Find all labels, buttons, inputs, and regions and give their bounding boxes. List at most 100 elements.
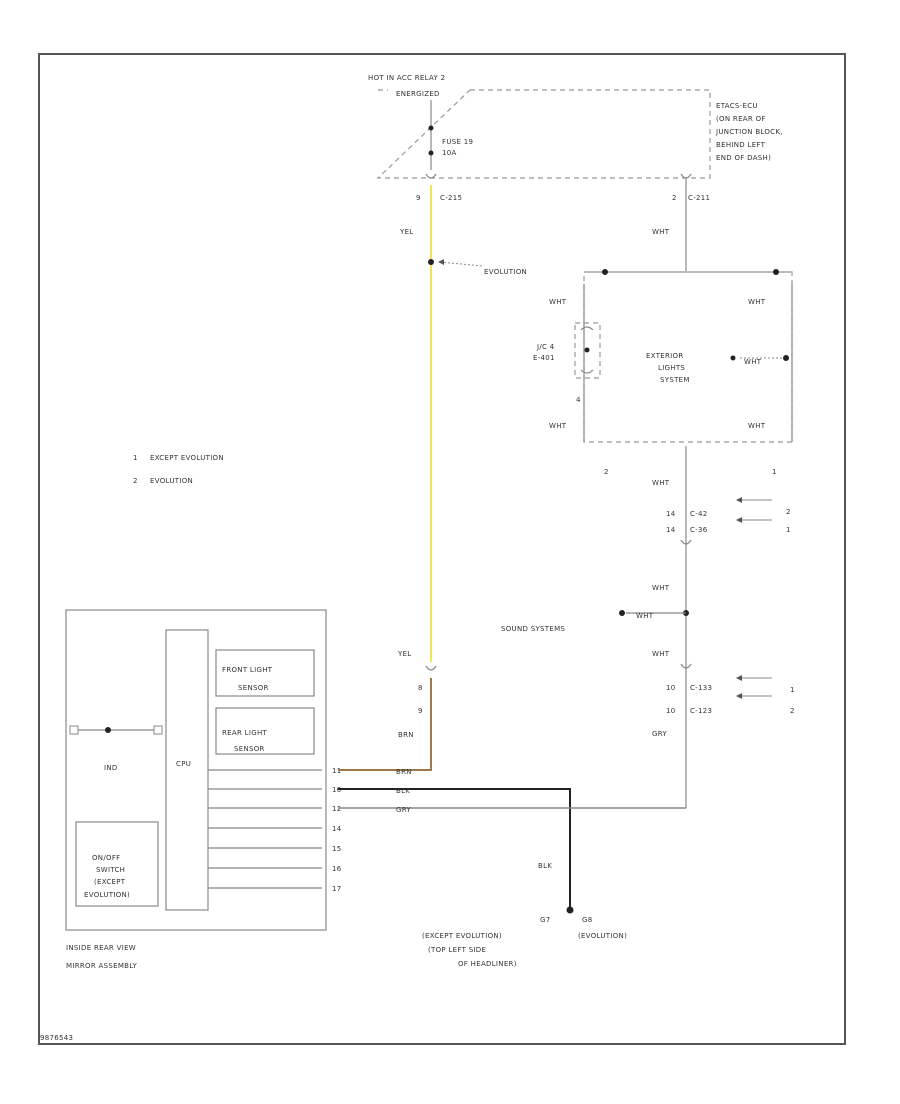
variant-mark-2-c123: 2 [790,707,795,715]
cpu-label: CPU [176,760,191,768]
jc4-contact-upper [580,326,594,331]
exterior-top-bar [584,271,792,273]
c42-label: C-42 [690,510,708,518]
wht-label-c133: WHT [652,650,670,658]
switch-4: EVOLUTION) [84,891,130,899]
wht-ext-top-left: WHT [549,298,567,306]
wht-ext-top-right: WHT [748,298,766,306]
mirror-pin-4: 14 [332,825,342,833]
mirror-pin-7: 17 [332,885,342,893]
exterior-arrow-head [730,355,736,361]
variant-mark-2-c42: 2 [786,508,791,516]
c36-pin: 14 [666,526,676,534]
variant-mark-1-top: 1 [772,468,777,476]
exterior-lights-1: EXTERIOR [646,352,684,360]
gry-label-lower: GRY [396,806,411,814]
ground-g08-label: G8 [582,916,592,924]
connector-c211-symbol [680,173,692,179]
mirror-assembly-box [65,609,327,931]
diagram-frame [38,53,846,1045]
ind-node [105,727,111,733]
brn-label-lower: BRN [396,768,412,776]
c123-label: C-123 [690,707,712,715]
c42-c36-symbol [680,539,692,545]
blk-label-upper: BLK [396,787,410,795]
exterior-top-dot-right [773,269,779,275]
jc4-number: E-401 [533,354,555,362]
fuse-contact-top [428,125,434,131]
relay-header-1: HOT IN ACC RELAY 2 [368,74,445,82]
wht-ext-bottom-right: WHT [748,422,766,430]
c42-pin: 14 [666,510,676,518]
etacs-note-3: JUNCTION BLOCK, [715,128,783,136]
exterior-lights-2: LIGHTS [658,364,685,372]
rear-light-sensor-box [215,707,315,755]
jc4-splice [584,347,590,353]
wht-ext-mid: WHT [744,358,762,366]
footer-id: 9876543 [40,1034,73,1042]
c133-label: C-133 [690,684,712,692]
mirror-label-2: MIRROR ASSEMBLY [66,962,138,970]
evolution-arrow [439,261,483,267]
ground-g07-g08-node [566,906,574,914]
ground-g07-label: G7 [540,916,550,924]
jc4-name: J/C 4 [536,343,555,351]
blk-label-lower: BLK [538,862,552,870]
exterior-dot-right [783,355,789,361]
cpu-box [165,629,209,911]
evolution-arrowhead [438,259,444,265]
c133-variant-arrowhead [736,675,742,681]
wht-label-sound-top: WHT [652,584,670,592]
pin-9: 9 [418,707,423,715]
fuse-rating: 10A [442,149,457,157]
c133-symbol [680,663,692,669]
fuse-label: FUSE 19 [442,138,473,146]
rear-sensor-2: SENSOR [234,745,265,753]
wht-label-c42: WHT [652,479,670,487]
black-wire [338,788,571,908]
c211-label: C-211 [688,194,710,202]
etacs-note-1: ETACS-ECU [716,102,758,110]
brown-wire [338,678,432,771]
legend-2-num: 2 [133,477,138,485]
ground-g08-desc: (EVOLUTION) [578,932,627,940]
mirror-pin-6: 16 [332,865,342,873]
c123-pin: 10 [666,707,676,715]
gry-label-right: GRY [652,730,667,738]
ind-terminal-right [153,725,163,735]
wht-ext-bottom-left: WHT [549,422,567,430]
legend-1-num: 1 [133,454,138,462]
on-off-switch-box [75,821,159,907]
etacs-note-4: BEHIND LEFT [716,141,766,149]
legend-1-text: EXCEPT EVOLUTION [150,454,224,462]
connector-c215-symbol [425,173,437,179]
etacs-dashed-box [376,89,711,179]
pin-8: 8 [418,684,423,692]
jc4-contact-lower [580,369,594,374]
sound-arrow-head [619,610,625,616]
legend-2-text: EVOLUTION [150,477,193,485]
switch-3: (EXCEPT [94,878,126,886]
pin8-connector-symbol [425,665,437,671]
mirror-pin-5: 15 [332,845,342,853]
ind-terminal-left [69,725,79,735]
front-light-sensor-box [215,649,315,697]
wht-label-top: WHT [652,228,670,236]
ground-g07-desc-2: (TOP LEFT SIDE [428,946,486,954]
c215-pin: 9 [416,194,421,202]
c42-variant-arrowhead [736,497,742,503]
c123-variant-arrowhead [736,693,742,699]
mirror-pin-2: 10 [332,786,342,794]
variant-mark-1-c133: 1 [790,686,795,694]
exterior-lights-3: SYSTEM [660,376,690,384]
mirror-label-1: INSIDE REAR VIEW [66,944,136,952]
switch-1: ON/OFF [92,854,120,862]
front-sensor-1: FRONT LIGHT [222,666,273,674]
c133-pin: 10 [666,684,676,692]
c36-variant-arrowhead [736,517,742,523]
yel-label-lower: YEL [397,650,412,658]
ground-g07-desc-1: (EXCEPT EVOLUTION) [422,932,502,940]
relay-header-2: ENERGIZED [396,90,440,98]
